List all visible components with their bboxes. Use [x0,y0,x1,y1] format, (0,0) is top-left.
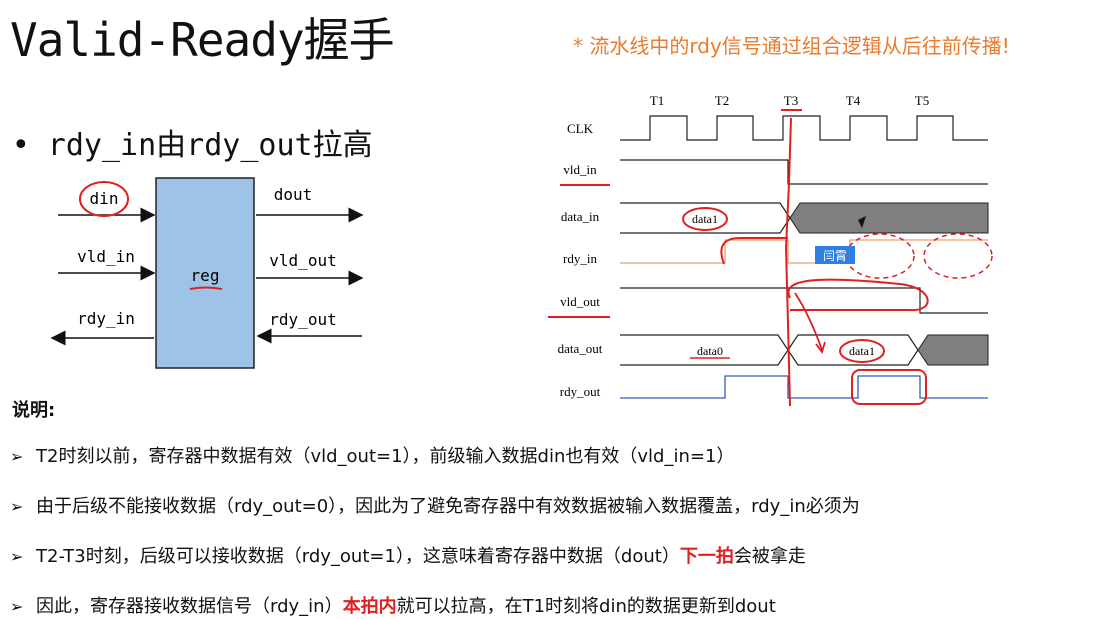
slide-title: Valid-Ready握手 [10,13,395,67]
t3-vertical-annotation [784,117,792,407]
signal-rdy-out: rdy_out [560,384,601,399]
explanation-item-2-text: 由于后级不能接收数据（rdy_out=0），因此为了避免寄存器中有效数据被输入数… [36,496,860,517]
explanation-item-4-after: 就可以拉高，在T1时刻将din的数据更新到dout [396,596,776,617]
register-label: reg [191,266,220,285]
data-out-value-0: data0 [697,344,723,358]
data-out-value-1: data1 [849,344,875,358]
cursor-icon [858,216,866,228]
vld-out-waveform [620,287,988,314]
causality-arrow [794,292,823,351]
vld-out-label: vld_out [269,251,336,270]
rdy-in-dashed-circle-1 [845,233,915,279]
main-bullet-text: rdy_in由rdy_out拉高 [47,128,373,163]
signal-clk: CLK [567,121,594,136]
explanation-item-3-emphasis: 下一拍 [679,546,734,567]
timing-diagram: T1 T2 T3 T4 T5 CLK vld_in data_in rdy_in… [548,93,993,407]
rdy-in-dashed-circle-2 [923,233,993,279]
rdy-out-waveform [620,375,988,399]
explanation-item-3-before: T2-T3时刻，后级可以接收数据（rdy_out=1），这意味着寄存器中数据（d… [36,546,680,567]
bullet-arrow-icon: ➢ [10,447,24,466]
explanation-item-3: ➢ T2-T3时刻，后级可以接收数据（rdy_out=1），这意味着寄存器中数据（… [10,542,806,568]
data-out-invalid [917,334,989,366]
bullet-arrow-icon: ➢ [10,547,24,566]
register-box [155,177,255,369]
data-in-invalid [789,202,989,234]
overlay-badge-text: 闫霄 [823,249,847,263]
register-underline [189,286,223,290]
propagation-note: * 流水线中的rdy信号通过组合逻辑从后往前传播! [573,34,1010,58]
dout-label: dout [274,185,313,204]
rdy-in-label: rdy_in [77,309,135,328]
explanation-item-1-text: T2时刻以前，寄存器中数据有效（vld_out=1），前级输入数据din也有效（… [36,446,735,467]
register-block-diagram: reg din vld_in rdy_in dout vld_out rdy_o… [50,177,364,369]
din-label: din [90,189,119,208]
explanation-title: 说明: [12,400,56,421]
main-bullet: • rdy_in由rdy_out拉高 [12,120,373,164]
data-in-value: data1 [692,212,718,226]
clock-label-t4: T4 [846,93,861,108]
data-out-circle [839,339,885,363]
clk-waveform [620,115,988,141]
data-in-circle [682,207,728,231]
clock-label-t5: T5 [915,93,929,108]
explanation-item-2: ➢ 由于后级不能接收数据（rdy_out=0），因此为了避免寄存器中有效数据被输入… [10,492,860,518]
overlay-badge [815,246,855,264]
vld-in-waveform [620,159,988,185]
clock-label-t1: T1 [650,93,664,108]
din-annotation-circle [79,181,129,217]
explanation-item-1: ➢ T2时刻以前，寄存器中数据有效（vld_out=1），前级输入数据din也有效… [10,442,734,468]
rdy-out-annotation [851,369,927,405]
signal-data-out: data_out [558,341,603,356]
signal-vld-in: vld_in [563,162,597,177]
bullet-arrow-icon: ➢ [10,597,24,616]
explanation-item-4: ➢ 因此，寄存器接收数据信号（rdy_in）本拍内就可以拉高，在T1时刻将din的… [10,592,776,618]
vld-out-annotation [787,278,929,312]
vld-in-label: vld_in [77,247,135,266]
rdy-in-waveform [620,239,988,264]
rdy-in-annotation [720,237,788,265]
signal-data-in: data_in [561,209,600,224]
signal-rdy-in: rdy_in [563,251,597,266]
explanation-item-3-after: 会被拿走 [733,546,806,567]
rdy-out-label: rdy_out [269,310,336,329]
clock-label-t2: T2 [715,93,729,108]
explanation-item-4-before: 因此，寄存器接收数据信号（rdy_in） [36,596,343,617]
clock-label-t3: T3 [784,93,798,108]
explanation-item-4-emphasis: 本拍内 [342,596,397,617]
causality-arrowhead-icon [815,341,826,354]
bullet-arrow-icon: ➢ [10,497,24,516]
signal-vld-out: vld_out [560,294,600,309]
bullet-dot-icon: • [12,128,30,163]
